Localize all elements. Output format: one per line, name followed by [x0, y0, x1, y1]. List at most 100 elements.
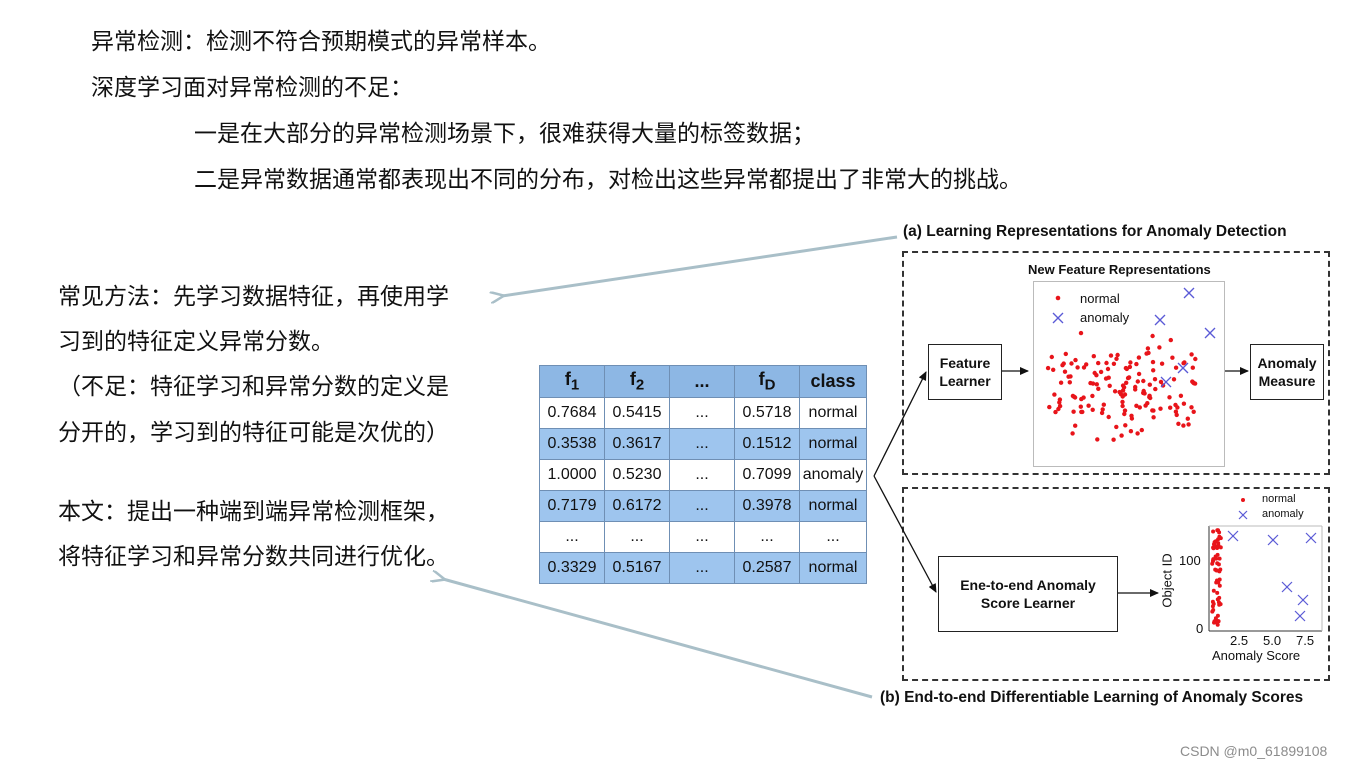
- score-normal-point: [1218, 602, 1223, 607]
- scatter-normal-point: [1045, 365, 1051, 371]
- scatter-normal-point: [1135, 379, 1141, 384]
- table-cell: 0.7099: [734, 459, 800, 491]
- scatter-normal-point: [1189, 405, 1194, 410]
- scatter-normal-point: [1153, 386, 1158, 392]
- scatter-normal-point: [1186, 422, 1191, 427]
- scatter-normal-point: [1122, 411, 1127, 417]
- scatter-normal-point: [1047, 404, 1052, 410]
- scatter-normal-point: [1056, 406, 1061, 412]
- scatter-normal-point: [1136, 355, 1142, 360]
- scatter-normal-point: [1111, 437, 1116, 442]
- scatter-normal-point: [1126, 375, 1132, 380]
- score-normal-point: [1217, 530, 1222, 535]
- scatter-normal-point: [1114, 424, 1119, 430]
- table-cell: ...: [669, 397, 735, 429]
- table-cell: 0.3329: [539, 552, 605, 584]
- table-row: 0.3538 0.3617 ... 0.1512 normal: [539, 428, 867, 460]
- scatter-normal-point: [1134, 361, 1139, 367]
- scatter-anomaly-point: [1204, 327, 1216, 339]
- table-cell: 1.0000: [539, 459, 605, 491]
- scatter-normal-point: [1078, 330, 1084, 336]
- scatter-normal-point: [1090, 393, 1095, 399]
- scatter-normal-point: [1075, 365, 1080, 370]
- scatter-normal-point: [1094, 382, 1100, 387]
- scatter-normal-point: [1090, 407, 1095, 412]
- table-cell: ...: [669, 459, 735, 491]
- plot-legend-normal-dot: [1241, 498, 1245, 502]
- anomaly-measure-box: Anomaly Measure: [1250, 344, 1324, 400]
- scatter-normal-point: [1071, 409, 1076, 414]
- xtick-7-5: 7.5: [1296, 633, 1315, 648]
- scatter-normal-point: [1128, 429, 1134, 434]
- score-normal-point: [1210, 559, 1215, 564]
- score-normal-point: [1214, 544, 1218, 549]
- scatter-normal-point: [1170, 355, 1175, 360]
- scatter-normal-point: [1108, 353, 1114, 358]
- scatter-normal-point: [1145, 346, 1151, 351]
- scatter-normal-point: [1067, 380, 1073, 385]
- scatter-normal-point: [1101, 402, 1107, 407]
- scatter-normal-point: [1167, 395, 1172, 400]
- scatter-normal-point: [1103, 376, 1109, 381]
- score-normal-point: [1216, 580, 1221, 585]
- scatter-frame: [1033, 281, 1225, 467]
- table-cell: 0.3978: [734, 490, 800, 522]
- scatter-normal-point: [1148, 395, 1153, 401]
- score-anomaly-point: [1227, 530, 1239, 542]
- scatter-normal-point: [1107, 383, 1112, 388]
- table-row: 0.7179 0.6172 ... 0.3978 normal: [539, 490, 867, 522]
- score-normal-point: [1217, 583, 1222, 588]
- score-normal-point: [1215, 613, 1220, 618]
- header-class: class: [799, 365, 867, 398]
- scatter-normal-point: [1062, 369, 1068, 374]
- plot-legend-anomaly: anomaly: [1262, 508, 1304, 520]
- figure-a-title: (a) Learning Representations for Anomaly…: [903, 223, 1287, 240]
- scatter-normal-points: [1045, 330, 1198, 442]
- ytick-100: 100: [1179, 553, 1201, 568]
- score-normal-point: [1217, 577, 1222, 582]
- scatter-normal-point: [1181, 423, 1186, 428]
- scatter-normal-point: [1120, 399, 1125, 405]
- scatter-normal-point: [1147, 382, 1153, 387]
- scatter-normal-point: [1070, 431, 1075, 436]
- scatter-normal-point: [1181, 361, 1186, 366]
- scatter-normal-point: [1122, 408, 1128, 413]
- table-cell: ...: [734, 521, 800, 553]
- scatter-normal-point: [1120, 383, 1126, 388]
- scatter-normal-point: [1051, 367, 1056, 372]
- scatter-normal-point: [1118, 392, 1124, 397]
- legend-anomaly-x: [1052, 312, 1064, 324]
- scatter-normal-point: [1104, 360, 1109, 366]
- left-shortcoming-1: （不足：特征学习和异常分数的定义是: [58, 374, 449, 400]
- scatter-normal-point: [1171, 377, 1177, 382]
- table-cell: 0.2587: [734, 552, 800, 584]
- scatter-normal-point: [1049, 354, 1055, 360]
- arrow-table-to-feature-learner: [873, 371, 927, 477]
- scatter-normal-point: [1139, 427, 1145, 433]
- scatter-normal-point: [1150, 359, 1156, 365]
- table-cell: 0.3538: [539, 428, 605, 460]
- scatter-normal-point: [1123, 423, 1128, 428]
- arrow-to-common-method: [502, 235, 898, 296]
- scatter-normal-point: [1063, 351, 1069, 357]
- score-learner-box: Ene-to-end Anomaly Score Learner: [938, 556, 1118, 632]
- scatter-normal-point: [1129, 416, 1135, 421]
- header-ellipsis: ...: [669, 365, 735, 398]
- scatter-normal-point: [1061, 361, 1066, 366]
- scatter-normal-point: [1106, 414, 1111, 420]
- left-common-method-1: 常见方法：先学习数据特征，再使用学: [58, 284, 449, 310]
- scatter-normal-point: [1099, 410, 1105, 416]
- score-anomaly-point: [1294, 610, 1306, 622]
- table-row: ... ... ... ... ...: [539, 521, 867, 553]
- scatter-normal-point: [1091, 354, 1097, 359]
- panel-a: [902, 251, 1330, 475]
- score-normal-point: [1217, 534, 1222, 539]
- scatter-normal-point: [1150, 333, 1155, 339]
- scatter-normal-point: [1053, 409, 1058, 415]
- legend-normal-dot: [1055, 295, 1061, 301]
- score-normal-point: [1216, 541, 1221, 546]
- scatter-normal-point: [1100, 407, 1105, 412]
- scatter-title: New Feature Representations: [1028, 262, 1211, 277]
- scatter-normal-point: [1081, 365, 1087, 370]
